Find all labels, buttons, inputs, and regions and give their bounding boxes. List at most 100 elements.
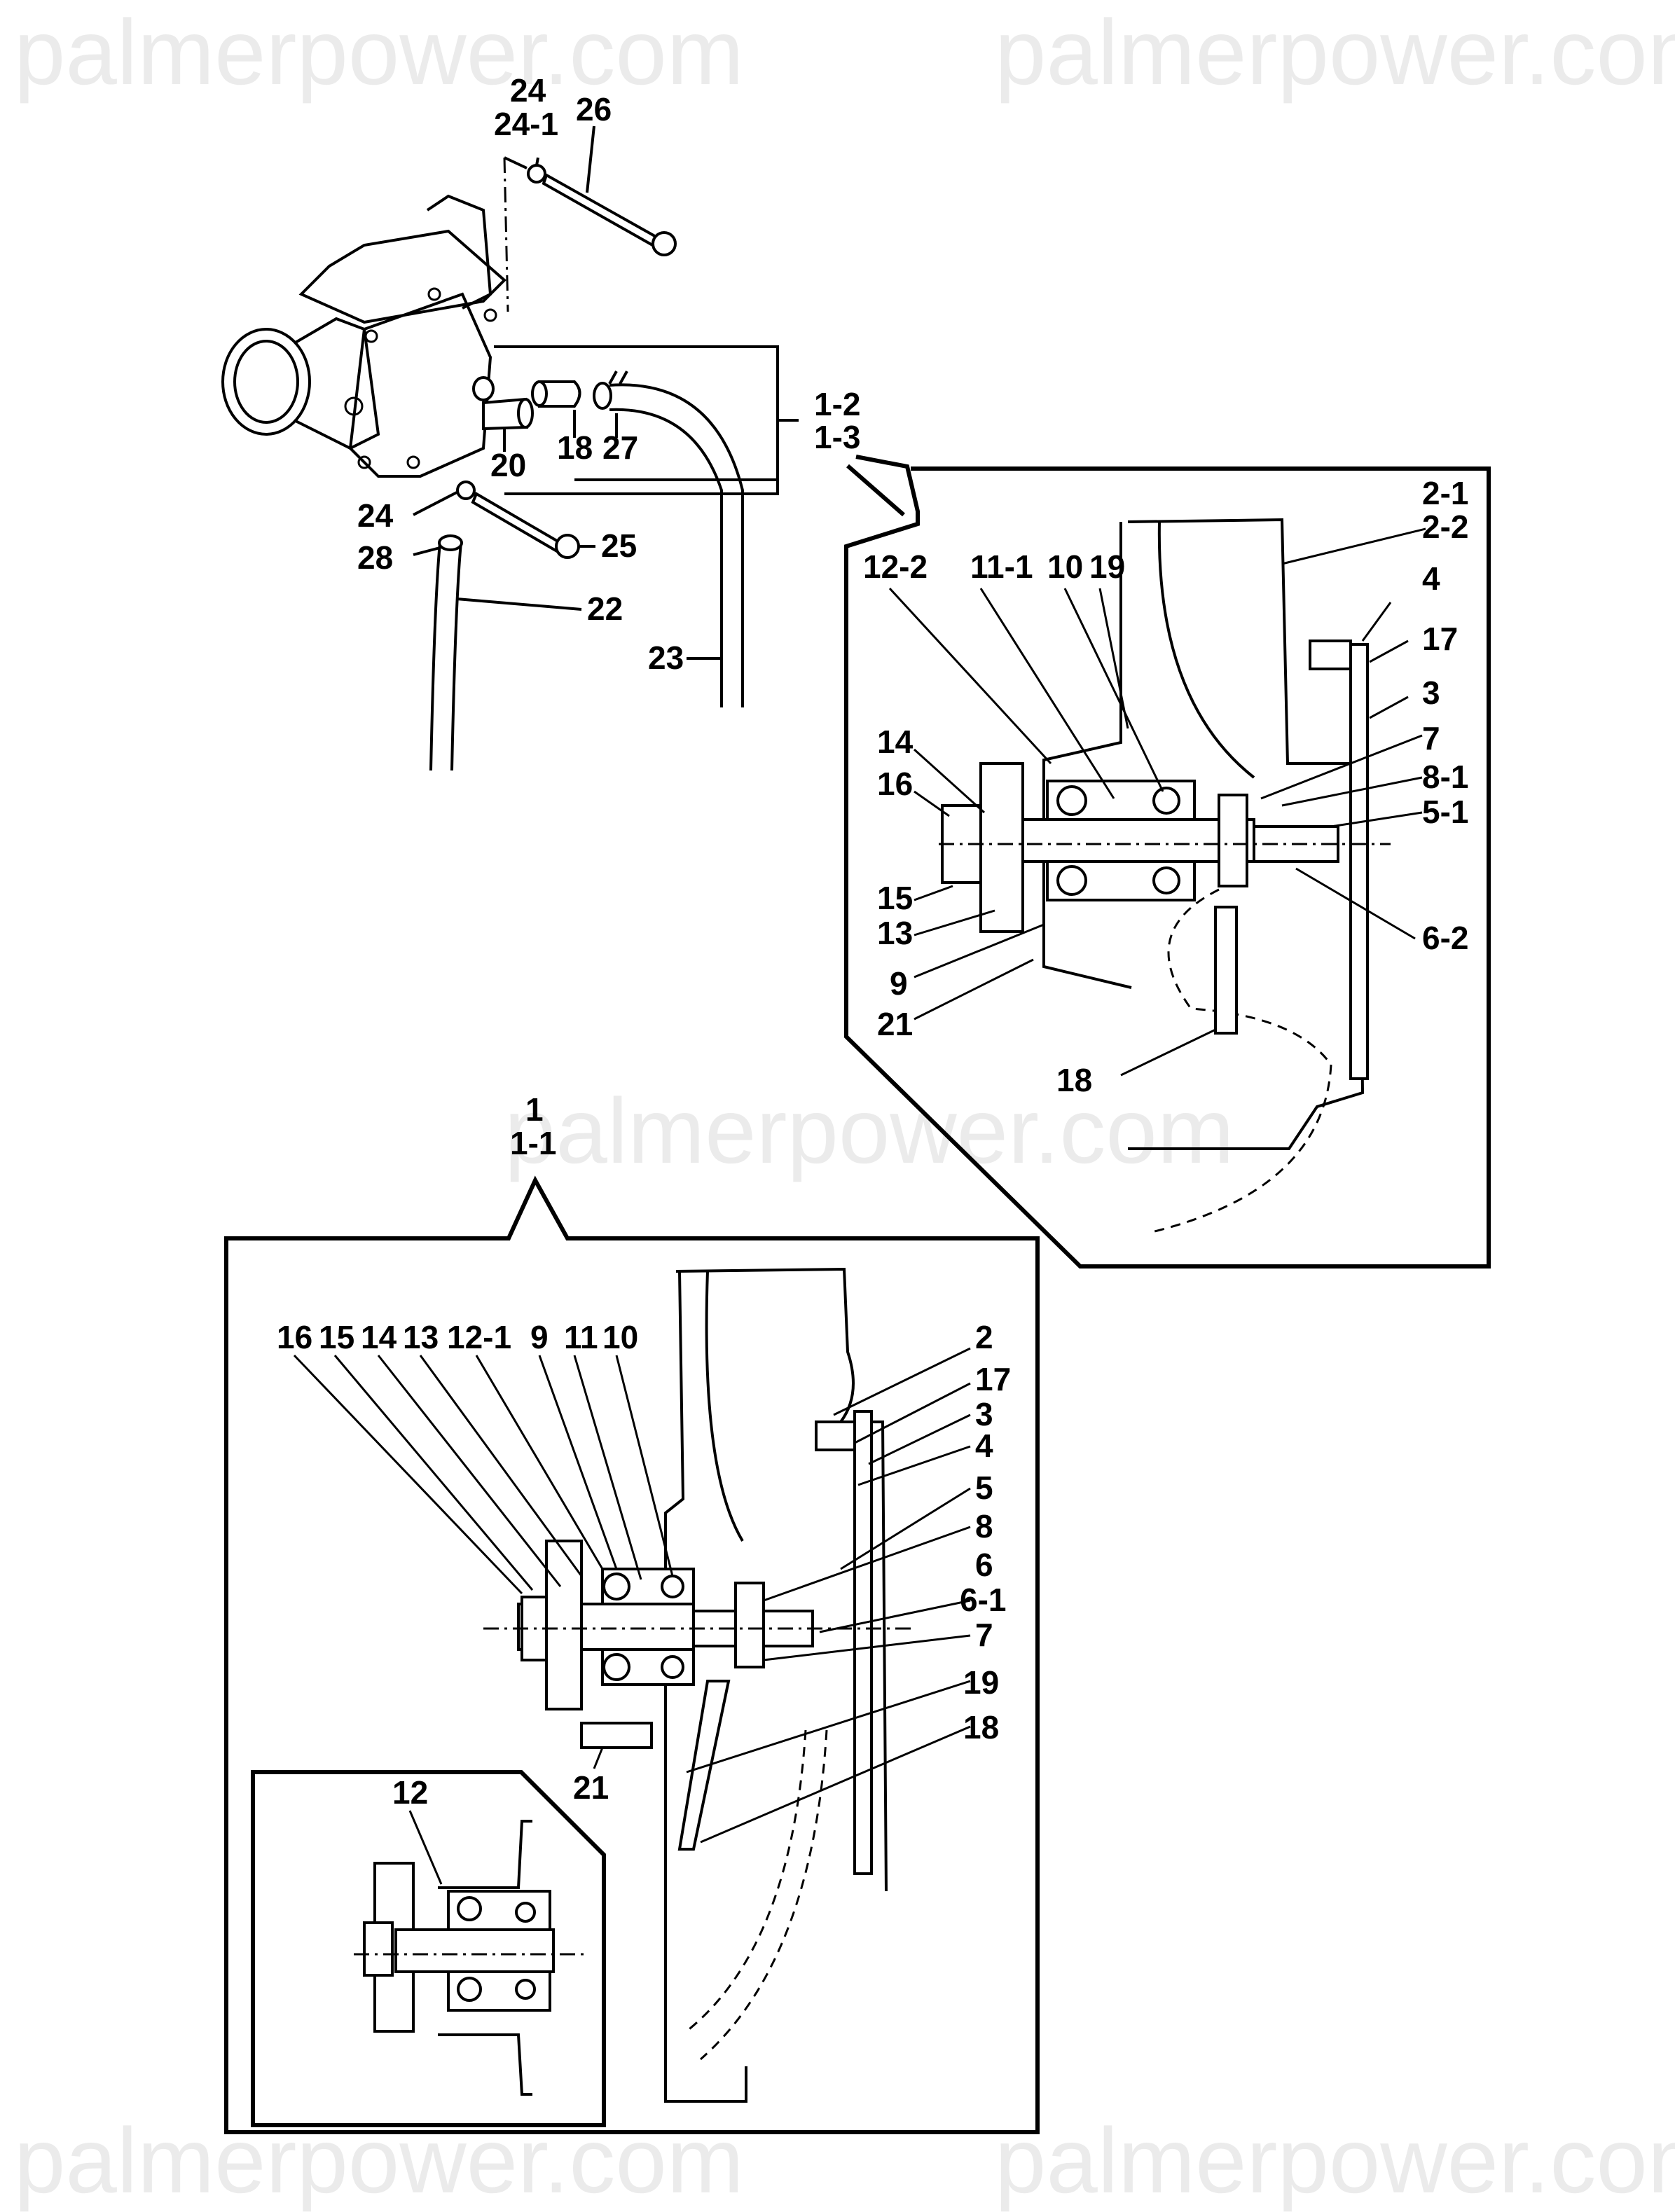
washer-24-low	[456, 481, 476, 500]
callout-10: 10	[602, 1319, 638, 1355]
bracket-1-2-1-3	[494, 345, 779, 495]
leader-line	[833, 1347, 971, 1416]
seal-7	[1218, 794, 1248, 887]
housing-inner	[1042, 522, 1132, 989]
callout-3: 3	[975, 1396, 993, 1432]
hose-22-left	[429, 542, 441, 771]
leader-line	[504, 156, 528, 170]
cover-plate-3-lower	[853, 1410, 873, 1875]
leader-line	[293, 1354, 523, 1595]
leader-line	[700, 1725, 971, 1844]
bearing-ball	[1056, 865, 1087, 896]
leader-line	[1098, 588, 1129, 729]
leader-dash-24	[503, 157, 509, 312]
callout-1-3: 1-3	[814, 419, 860, 455]
fitting-upper	[472, 376, 495, 401]
callout-8: 8	[975, 1508, 993, 1544]
callout-5-1: 5-1	[1422, 794, 1468, 830]
callout-14: 14	[877, 724, 914, 760]
leader-line	[419, 1355, 583, 1577]
leader-line	[913, 748, 986, 814]
housing-curve-lower	[705, 1271, 744, 1542]
leader-line	[854, 1382, 971, 1444]
bolt-25-head	[555, 534, 580, 559]
callout-11: 11	[564, 1319, 598, 1355]
bearing-ball	[1152, 787, 1180, 815]
pump-cover-plate	[348, 292, 492, 478]
leader-line	[1295, 867, 1416, 940]
inset-nut	[363, 1921, 394, 1977]
washer-24-top	[527, 164, 546, 184]
leader-line	[914, 885, 953, 901]
callout-7: 7	[1422, 720, 1440, 756]
inset-housing	[438, 1820, 532, 2096]
section-view-1-2: 2-1 2-2 12-2 11-1 10 19 4 17 3 14 7 16 8…	[844, 455, 1491, 1269]
leader-line	[868, 1413, 971, 1465]
callout-17: 17	[1422, 621, 1458, 657]
pulley-hub-13	[979, 762, 1024, 933]
inset-detail: 12	[251, 1770, 606, 2127]
callout-5: 5	[975, 1470, 993, 1506]
leader-line	[1281, 776, 1423, 807]
bearing-ball	[515, 1902, 536, 1923]
housing-inner-lower	[664, 1271, 747, 2103]
callout-2-1: 2-1	[1422, 475, 1468, 511]
callout-24: 24	[510, 72, 546, 109]
callout-26: 26	[576, 91, 612, 127]
callout-4: 4	[1422, 560, 1440, 597]
hidden-contour	[700, 1729, 828, 2061]
hidden-contour	[1148, 1064, 1332, 1234]
leader-line	[1369, 640, 1409, 663]
bolt-hole	[406, 455, 420, 469]
leader-line	[413, 546, 441, 556]
callout-28: 28	[357, 539, 393, 576]
hose-23-outer	[609, 383, 744, 707]
callout-12-1: 12-1	[447, 1319, 511, 1355]
bearing-ball	[661, 1655, 684, 1679]
callout-18: 18	[557, 429, 593, 466]
hidden-contour	[1167, 888, 1332, 1065]
callout-6-2: 6-2	[1422, 920, 1468, 956]
leader-line	[538, 1355, 618, 1570]
section-frame-lower	[224, 1175, 1040, 2134]
pump-body	[221, 194, 534, 478]
callout-18: 18	[963, 1709, 999, 1746]
housing-curve	[1157, 521, 1255, 779]
callout-6-1: 6-1	[960, 1582, 1006, 1618]
pump-neck	[293, 317, 380, 450]
callout-25: 25	[601, 527, 637, 564]
callout-1-2: 1-2	[814, 386, 860, 422]
leader-line	[763, 1634, 971, 1661]
leader-line	[686, 1680, 971, 1774]
leader-line	[593, 1747, 604, 1769]
leader-line	[914, 909, 995, 936]
section-view-1-1: 1 1-1 16 15 14 13 12-1 9 11 10 2 17 3 4 …	[224, 1091, 1040, 2134]
callout-19: 19	[1089, 548, 1125, 585]
leader-line	[1063, 588, 1164, 792]
bolt-17-lower	[815, 1420, 856, 1451]
leader-line	[1369, 696, 1409, 719]
bolt-hole	[357, 455, 371, 469]
leader-line	[840, 1487, 971, 1570]
leader-line	[377, 1355, 562, 1587]
callout-9: 9	[890, 965, 908, 1002]
impeller-18-lower	[677, 1680, 731, 1851]
callout-21: 21	[573, 1769, 609, 1806]
callout-10: 10	[1047, 548, 1083, 585]
callout-14: 14	[361, 1319, 397, 1355]
pump-bracket	[426, 194, 492, 310]
bolt-hole	[344, 396, 364, 416]
bolt-hole	[427, 287, 441, 301]
pump-inlet-outer	[221, 328, 311, 436]
callout-21: 21	[877, 1006, 913, 1042]
hidden-contour	[686, 1729, 807, 2033]
leaders-upper-section	[888, 527, 1426, 1077]
callout-22: 22	[587, 590, 623, 627]
leader-line	[413, 491, 457, 516]
callout-24-1: 24-1	[494, 106, 558, 142]
callout-12: 12	[392, 1774, 428, 1811]
callout-2: 2	[975, 1319, 993, 1355]
bearing-ball	[1152, 866, 1180, 894]
bearing-ball	[602, 1572, 630, 1601]
pump-inlet-inner	[233, 340, 299, 424]
